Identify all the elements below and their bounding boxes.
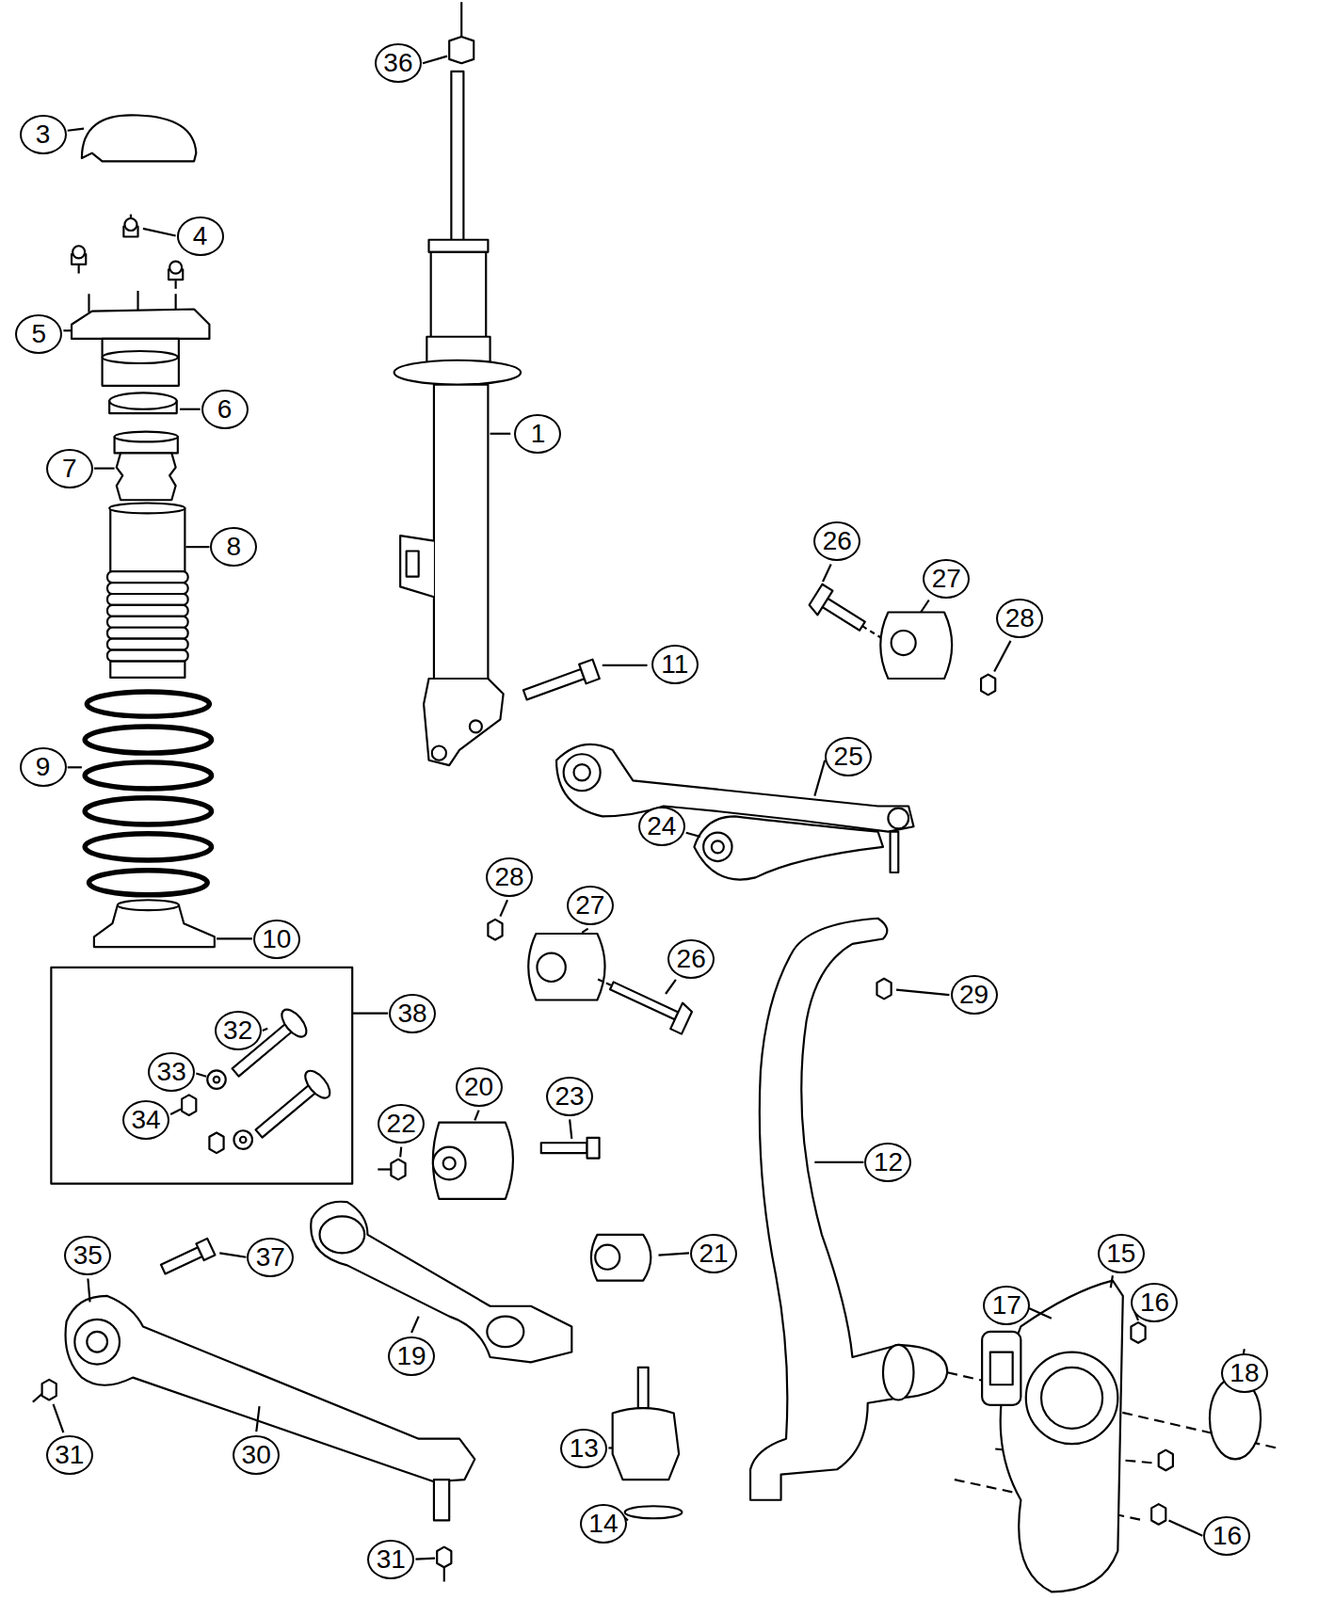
callout-number: 24: [638, 806, 686, 847]
callout-text: 38: [398, 1000, 428, 1028]
callout-text: 30: [241, 1442, 272, 1469]
callout-number: 26: [813, 521, 861, 562]
callout-number: 3: [19, 114, 67, 155]
callout-text: 25: [834, 743, 864, 771]
callout-number: 9: [19, 747, 67, 788]
callout-number: 27: [922, 559, 970, 599]
callout-text: 5: [31, 321, 47, 348]
callout-number: 13: [560, 1429, 608, 1469]
callout-number: 11: [651, 644, 699, 685]
callout-text: 7: [62, 455, 78, 483]
callout-text: 31: [376, 1546, 406, 1574]
callout-number: 22: [377, 1104, 425, 1144]
callout-number: 5: [15, 314, 63, 354]
callout-number: 37: [246, 1237, 294, 1278]
callout-number: 10: [253, 919, 301, 960]
callout-number: 25: [824, 737, 872, 777]
callout-text: 14: [588, 1510, 618, 1538]
callout-number: 23: [546, 1076, 594, 1117]
callout-text: 22: [386, 1110, 417, 1138]
callout-text: 18: [1229, 1360, 1259, 1387]
callout-number: 28: [485, 857, 533, 898]
callout-text: 20: [464, 1074, 494, 1101]
callout-number: 6: [201, 389, 249, 430]
callout-text: 24: [646, 813, 676, 840]
callout-text: 15: [1106, 1240, 1136, 1268]
callout-text: 10: [261, 926, 291, 953]
callout-number: 27: [566, 885, 614, 926]
callout-text: 31: [54, 1442, 84, 1469]
callout-number: 36: [374, 43, 422, 83]
callout-number: 17: [982, 1285, 1030, 1326]
callout-text: 34: [130, 1107, 161, 1134]
callout-number: 35: [64, 1236, 112, 1276]
callout-text: 6: [217, 396, 233, 423]
callout-number: 34: [122, 1100, 170, 1141]
callout-text: 26: [822, 528, 852, 555]
callout-text: 12: [873, 1149, 903, 1176]
callout-number: 38: [388, 994, 436, 1034]
callout-text: 16: [1212, 1523, 1242, 1550]
callout-text: 28: [1005, 605, 1035, 632]
callout-number: 32: [214, 1011, 262, 1051]
callout-text: 33: [157, 1059, 187, 1086]
callout-text: 27: [575, 892, 605, 919]
callout-text: 13: [569, 1435, 599, 1463]
callout-text: 29: [959, 981, 989, 1009]
callout-text: 3: [35, 121, 51, 148]
callout-text: 36: [383, 49, 413, 77]
callout-text: 37: [256, 1244, 286, 1271]
callout-text: 17: [992, 1292, 1022, 1319]
callout-number: 7: [46, 449, 94, 489]
callout-number: 16: [1203, 1516, 1251, 1557]
callout-number: 31: [46, 1435, 94, 1476]
callout-number: 31: [367, 1540, 415, 1580]
callout-number: 30: [232, 1435, 280, 1476]
callout-text: 26: [676, 946, 707, 973]
callout-number: 26: [667, 939, 715, 980]
callout-text: 1: [530, 420, 547, 448]
callout-text: 27: [932, 565, 962, 593]
callout-text: 4: [192, 223, 209, 250]
callout-number: 19: [387, 1336, 435, 1377]
callout-number: 8: [209, 527, 258, 567]
callout-number: 28: [996, 598, 1044, 639]
callout-text: 11: [660, 651, 689, 678]
callout-number: 33: [147, 1052, 195, 1093]
callout-text: 21: [698, 1240, 728, 1268]
callout-text: 9: [35, 754, 51, 781]
callout-number: 12: [864, 1142, 912, 1183]
callout-text: 23: [555, 1083, 585, 1110]
callout-number: 4: [176, 216, 225, 257]
callout-number: 1: [514, 414, 562, 454]
callout-text: 35: [73, 1242, 103, 1270]
callout-text: 16: [1140, 1289, 1170, 1317]
callout-text: 28: [495, 864, 525, 891]
callout-text: 8: [226, 533, 242, 561]
callout-number: 15: [1097, 1234, 1145, 1274]
callout-text: 19: [396, 1343, 426, 1370]
callout-number: 20: [455, 1067, 503, 1108]
callout-text: 32: [223, 1017, 253, 1045]
callout-number: 18: [1221, 1353, 1269, 1394]
callout-number: 14: [579, 1504, 627, 1544]
callout-number: 21: [690, 1234, 738, 1274]
callout-number: 16: [1130, 1283, 1178, 1323]
callout-number: 29: [950, 975, 998, 1015]
